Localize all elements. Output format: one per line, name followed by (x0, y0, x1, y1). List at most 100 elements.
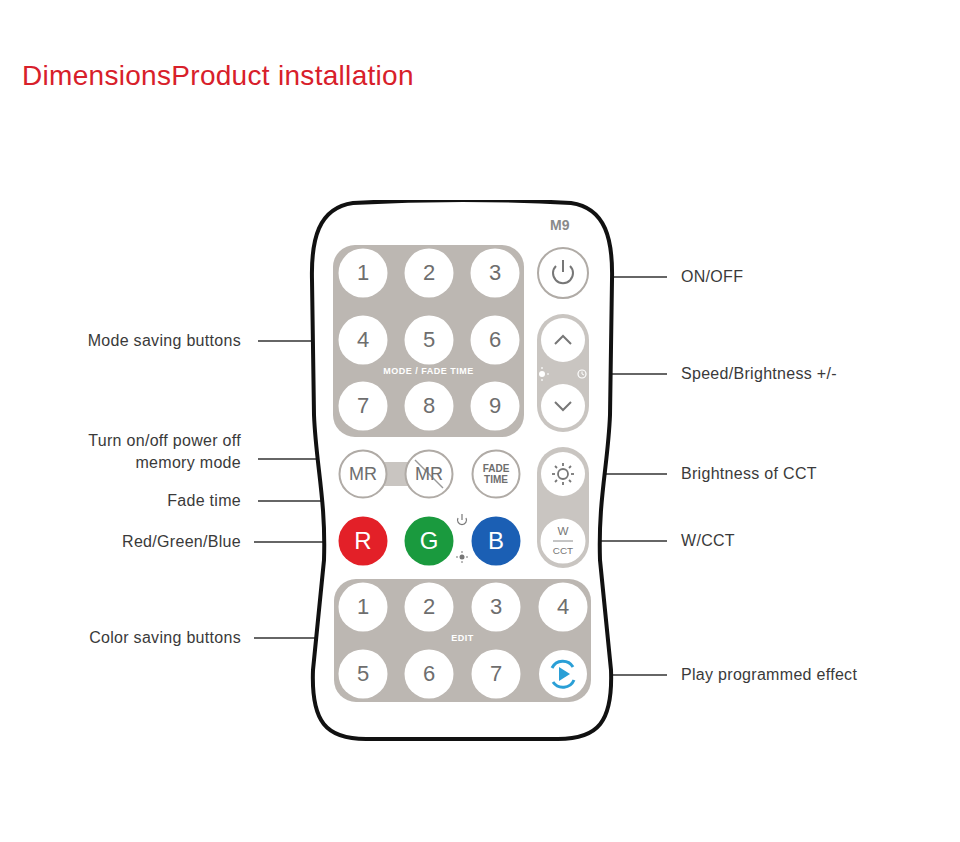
button-outline (405, 382, 454, 431)
play-icon (553, 680, 574, 687)
color-button: 2 (404, 582, 454, 632)
model-name: M9 (550, 217, 569, 233)
button-label: G (420, 527, 439, 555)
sun-icon (456, 551, 468, 563)
button-outline (405, 249, 454, 298)
button-label: 3 (490, 594, 502, 620)
mode-button: 8 (404, 381, 454, 431)
panel-label: MODE / FADE TIME (333, 366, 524, 376)
sun-icon (539, 371, 545, 377)
power-icon (461, 514, 462, 520)
mode-button: 5 (404, 315, 454, 365)
button-outline (339, 650, 388, 699)
w-cct-button: WCCT (538, 516, 588, 566)
page-title: DimensionsProduct installation (22, 60, 960, 92)
button-label: R (354, 527, 371, 555)
button-outline (539, 583, 588, 632)
mode-button: 1 (338, 248, 388, 298)
button-label: CCT (538, 544, 588, 557)
down-icon (555, 402, 571, 410)
sun-icon (552, 463, 574, 485)
button-outline (339, 517, 388, 566)
remote-outline (312, 200, 612, 739)
play-button (539, 650, 587, 698)
button-outline (472, 517, 521, 566)
color-button: 1 (338, 582, 388, 632)
mode-button: 6 (470, 315, 520, 365)
callout-label: Speed/Brightness +/- (681, 363, 837, 385)
button-outline (471, 382, 520, 431)
button-label: 5 (357, 661, 369, 687)
callout-label: ON/OFF (681, 266, 743, 288)
button-outline (406, 451, 453, 498)
remote-body: M9MODE / FADE TIME 1 2 3 4 5 6 7 8 9MR MR FADE TIME… (308, 200, 616, 742)
panel-label: EDIT (334, 633, 591, 643)
sun-icon (535, 367, 549, 381)
power-icon (562, 260, 564, 272)
button-outline (472, 650, 521, 699)
button-label: 9 (489, 393, 501, 419)
button-outline (339, 249, 388, 298)
fade-time-button: FADE TIME (471, 449, 521, 499)
mode-button: 3 (470, 248, 520, 298)
clock-icon (582, 372, 584, 376)
callout-label: Mode saving buttons (88, 330, 241, 352)
strike-line (415, 460, 443, 488)
button-label: 5 (423, 327, 435, 353)
button-outline (339, 583, 388, 632)
green-button: G (404, 516, 454, 566)
callout-label: Turn on/off power off memory mode (66, 430, 241, 474)
button-rocker (537, 447, 589, 568)
button-outline (339, 316, 388, 365)
button-label: 6 (489, 327, 501, 353)
button-label: MR (349, 464, 377, 485)
button-outline (405, 583, 454, 632)
button-label: 4 (357, 327, 369, 353)
power-button (538, 248, 588, 298)
mode-button: 9 (470, 381, 520, 431)
mode-button: 2 (404, 248, 454, 298)
button-outline (471, 249, 520, 298)
button-outline (339, 382, 388, 431)
callout-label: Color saving buttons (89, 627, 241, 649)
button-label: 7 (490, 661, 502, 687)
button-outline (538, 516, 588, 566)
button-label: MR (415, 464, 443, 485)
memory-button: MR (338, 449, 388, 499)
button-outline (472, 583, 521, 632)
button-outline (473, 451, 520, 498)
button-label: B (488, 527, 504, 555)
button-outline (405, 316, 454, 365)
color-button: 3 (471, 582, 521, 632)
play-icon (559, 667, 570, 681)
mode-button: 4 (338, 315, 388, 365)
memory-off-button: MR (404, 449, 454, 499)
button-label: 7 (357, 393, 369, 419)
clock-icon (578, 370, 586, 378)
button-label: 2 (423, 594, 435, 620)
button-label: FADE TIME (480, 463, 512, 485)
button-rocker (537, 314, 589, 432)
red-button: R (338, 516, 388, 566)
callout-label: Play programmed effect (681, 664, 857, 686)
up-icon (555, 336, 571, 344)
button-outline (405, 650, 454, 699)
sun-icon (460, 555, 465, 560)
color-button: 5 (338, 649, 388, 699)
color-button: 4 (538, 582, 588, 632)
brightness-button (541, 452, 585, 496)
button-label: 1 (357, 594, 369, 620)
blue-button: B (471, 516, 521, 566)
color-button: 6 (404, 649, 454, 699)
mode-button: 7 (338, 381, 388, 431)
callout-label: Fade time (167, 490, 241, 512)
button-label: 6 (423, 661, 435, 687)
button-panel: EDIT 1 2 3 4 5 6 7 (334, 579, 591, 702)
sun-icon (558, 469, 568, 479)
button-label: 2 (423, 260, 435, 286)
button-label: 8 (423, 393, 435, 419)
play-icon (552, 661, 573, 668)
down-button (541, 384, 585, 428)
button-label: 4 (557, 594, 569, 620)
